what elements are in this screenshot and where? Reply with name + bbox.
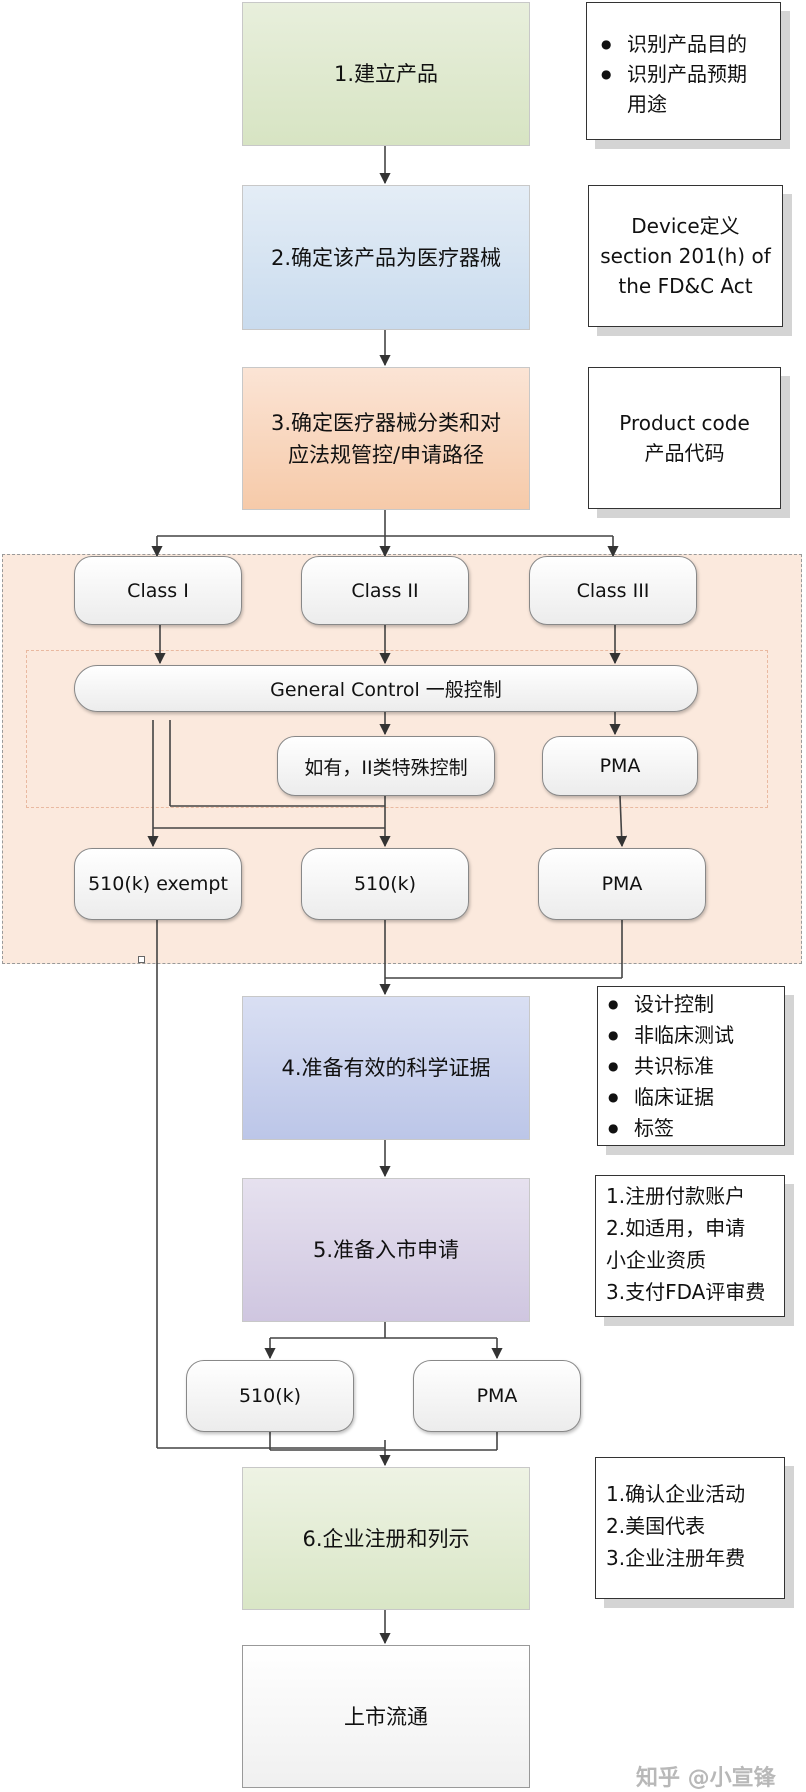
step-1-label: 1.建立产品 bbox=[333, 62, 439, 86]
note-5-line: 2.如适用，申请 bbox=[606, 1216, 746, 1240]
watermark-text: 知乎 @小宣锋 bbox=[636, 1766, 776, 1791]
class-1-label: Class I bbox=[127, 579, 189, 602]
note-6-line: 3.企业注册年费 bbox=[606, 1546, 746, 1570]
step-4-label: 4.准备有效的科学证据 bbox=[281, 1056, 491, 1080]
special-control-pill: 如有，II类特殊控制 bbox=[277, 736, 495, 796]
step-3-box: 3.确定医疗器械分类和对 应法规管控/申请路径 bbox=[242, 367, 530, 510]
note-4-item: 非临床测试 bbox=[600, 1020, 782, 1051]
note-5-line: 小企业资质 bbox=[606, 1248, 706, 1272]
submit-pma-pill: PMA bbox=[413, 1360, 581, 1432]
step-6-label: 6.企业注册和列示 bbox=[302, 1526, 470, 1551]
note-5-line: 3.支付FDA评审费 bbox=[606, 1280, 766, 1304]
note-market-application: 1.注册付款账户 2.如适用，申请 小企业资质 3.支付FDA评审费 bbox=[595, 1175, 785, 1317]
step-2-label: 2.确定该产品为医疗器械 bbox=[270, 245, 502, 270]
submit-510k-pill: 510(k) bbox=[186, 1360, 354, 1432]
step-1-box: 1.建立产品 bbox=[242, 2, 530, 146]
path-510k-exempt-label: 510(k) exempt bbox=[88, 873, 228, 895]
note-device-definition: Device定义 section 201(h) of the FD&C Act bbox=[588, 185, 783, 327]
path-510k-pill: 510(k) bbox=[301, 848, 469, 920]
step-5-label: 5.准备入市申请 bbox=[312, 1238, 460, 1262]
note-1-item: 识别产品预期 用途 bbox=[593, 59, 776, 119]
class-2-pill: Class II bbox=[301, 556, 469, 625]
class-3-label: Class III bbox=[576, 579, 650, 602]
note-4-item: 标签 bbox=[600, 1113, 782, 1144]
path-pma-pill: PMA bbox=[538, 848, 706, 920]
step-4-box: 4.准备有效的科学证据 bbox=[242, 996, 530, 1140]
note-1-item: 识别产品目的 bbox=[593, 29, 776, 59]
note-product-purpose: 识别产品目的 识别产品预期 用途 bbox=[586, 2, 781, 140]
pma-inner-label: PMA bbox=[599, 755, 641, 777]
step-3-label: 3.确定医疗器械分类和对 应法规管控/申请路径 bbox=[270, 410, 502, 467]
resize-handle bbox=[138, 956, 145, 963]
general-control-label: General Control 一般控制 bbox=[270, 679, 502, 701]
submit-510k-label: 510(k) bbox=[238, 1385, 302, 1407]
step-2-box: 2.确定该产品为医疗器械 bbox=[242, 185, 530, 330]
note-6-line: 2.美国代表 bbox=[606, 1514, 706, 1538]
class-1-pill: Class I bbox=[74, 556, 242, 625]
path-pma-label: PMA bbox=[601, 873, 643, 895]
note-3-text: Product code 产品代码 bbox=[619, 411, 750, 465]
note-registration: 1.确认企业活动 2.美国代表 3.企业注册年费 bbox=[595, 1457, 785, 1599]
class-2-label: Class II bbox=[351, 579, 419, 602]
step-7-label: 上市流通 bbox=[344, 1704, 428, 1729]
special-control-label: 如有，II类特殊控制 bbox=[304, 756, 468, 779]
note-5-line: 1.注册付款账户 bbox=[606, 1184, 746, 1208]
control-subregion bbox=[26, 650, 768, 808]
note-6-line: 1.确认企业活动 bbox=[606, 1482, 746, 1506]
step-7-box: 上市流通 bbox=[242, 1645, 530, 1788]
path-510k-exempt-pill: 510(k) exempt bbox=[74, 848, 242, 920]
note-4-item: 共识标准 bbox=[600, 1051, 782, 1082]
note-4-item: 设计控制 bbox=[600, 989, 782, 1020]
note-product-code: Product code 产品代码 bbox=[588, 367, 781, 509]
step-6-box: 6.企业注册和列示 bbox=[242, 1467, 530, 1610]
note-4-item: 临床证据 bbox=[600, 1082, 782, 1113]
path-510k-label: 510(k) bbox=[353, 873, 417, 895]
pma-inner-pill: PMA bbox=[542, 736, 698, 796]
class-3-pill: Class III bbox=[529, 556, 697, 625]
general-control-pill: General Control 一般控制 bbox=[74, 665, 698, 712]
note-2-text: Device定义 section 201(h) of the FD&C Act bbox=[600, 214, 771, 298]
step-5-box: 5.准备入市申请 bbox=[242, 1178, 530, 1322]
submit-pma-label: PMA bbox=[476, 1385, 518, 1407]
note-scientific-evidence: 设计控制 非临床测试 共识标准 临床证据 标签 bbox=[597, 986, 785, 1146]
